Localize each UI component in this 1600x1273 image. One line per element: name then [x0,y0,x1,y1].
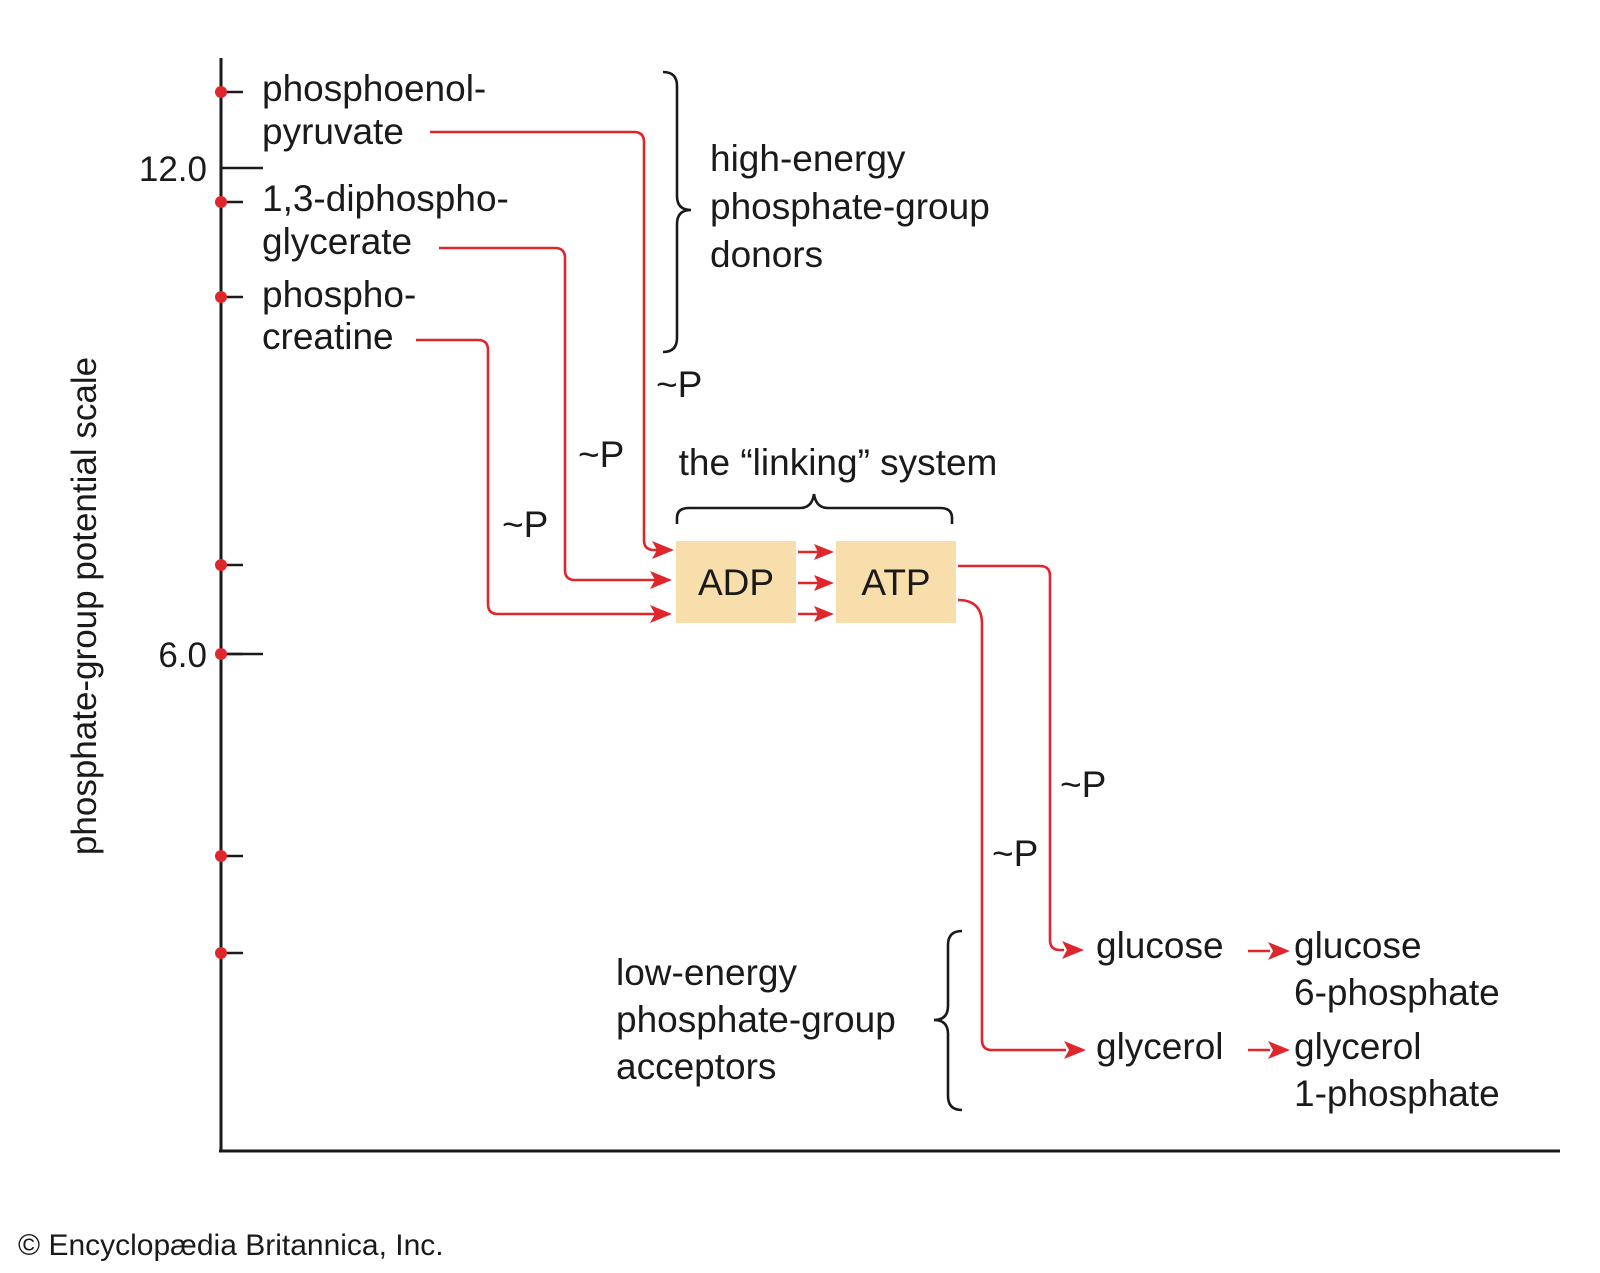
transfer-label-glycerol: ~P [992,833,1038,874]
arrow-dpg-to-adp [439,246,656,582]
donors-brace [662,70,692,354]
arrow-atp-to-glycerol [957,598,1066,1052]
donors-group-line3: donors [710,234,823,275]
arrow-pc-to-adp [416,338,656,616]
marker-phosphoenolpyruvate [215,86,227,98]
arrowhead-glucose [1062,941,1084,959]
arrowhead-pep [652,541,674,559]
donor-pep-line2: pyruvate [262,111,404,152]
product-glucose-line1: glucose [1294,925,1422,966]
donor-pc-line1: phospho- [262,274,416,315]
donor-pep-line1: phosphoenol- [262,68,486,109]
tick-label-12: 12.0 [139,150,207,189]
atp-box [836,541,956,623]
marker-phosphocreatine [215,291,227,303]
compound-markers [215,86,243,959]
donor-dpg-line2: glycerate [262,221,412,262]
atp-label: ATP [861,562,930,603]
acceptors-group-line1: low-energy [616,952,797,993]
acceptor-glycerol: glycerol [1096,1026,1224,1067]
arrow-pep-to-adp [430,130,658,552]
product-glycerol-line2: 1-phosphate [1294,1073,1500,1114]
acceptors-group-line2: phosphate-group [616,999,896,1040]
adp-box [676,541,796,623]
transfer-label-pc: ~P [502,504,548,545]
arrow-atp-to-glucose [958,564,1064,952]
arrowhead-dpg [650,571,672,589]
marker-glycerol-1-phosphate [215,947,227,959]
marker-6 [215,648,227,660]
marker-diphosphoglycerate [215,196,227,208]
arrowhead-glycerol [1064,1041,1086,1059]
adp-atp-arrows [798,544,834,622]
donor-pc-line2: creatine [262,316,394,357]
marker-glucose-6-phosphate [215,850,227,862]
transfer-label-dpg: ~P [578,434,624,475]
transfer-label-pep: ~P [656,364,702,405]
marker-atp-level [215,559,227,571]
copyright-credit: © Encyclopædia Britannica, Inc. [18,1229,444,1262]
transfer-label-glucose: ~P [1060,764,1106,805]
acceptor-glucose: glucose [1096,925,1224,966]
donor-dpg-line1: 1,3-diphospho- [262,178,509,219]
acceptors-group-line3: acceptors [616,1046,776,1087]
linking-system-title: the “linking” system [679,442,998,483]
arrowhead-pc [650,605,672,623]
acceptors-brace [933,929,963,1112]
product-glycerol-line1: glycerol [1294,1026,1422,1067]
linking-brace [675,493,954,524]
adp-label: ADP [698,562,774,603]
donors-group-line2: phosphate-group [710,186,990,227]
y-axis-label: phosphate-group potential scale [65,357,104,855]
tick-label-6: 6.0 [158,636,207,675]
donors-group-line1: high-energy [710,138,906,179]
product-glucose-line2: 6-phosphate [1294,972,1500,1013]
